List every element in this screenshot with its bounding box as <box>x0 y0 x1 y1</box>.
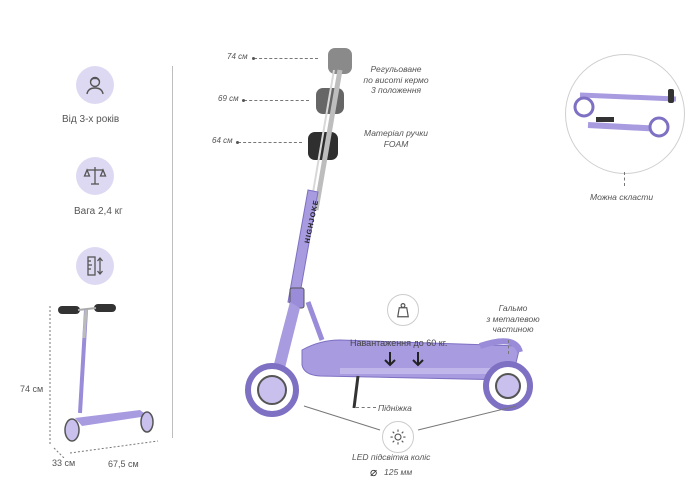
callout-wheel-size: 125 мм <box>384 467 413 477</box>
fold-line <box>624 172 625 186</box>
height-mark-64: 64 см <box>212 136 233 145</box>
age-label: Від 3-х років <box>62 114 120 125</box>
diameter-icon: ⌀ <box>370 465 378 479</box>
folded-scooter-circle <box>565 54 685 174</box>
scales-icon <box>76 157 114 195</box>
callout-load: Навантаження до 60 кг. <box>350 338 448 348</box>
height-mark-64-dot <box>236 141 239 144</box>
dimension-height: 74 см <box>20 384 44 394</box>
callout-fold: Можна скласти <box>590 192 654 202</box>
scooter-dimensions-image <box>49 304 159 458</box>
scooter-main-image <box>245 48 533 417</box>
divider <box>172 66 173 438</box>
person-icon <box>76 66 114 104</box>
load-arrows-icon <box>384 352 424 367</box>
height-mark-69-line <box>244 100 309 101</box>
height-mark-74-line <box>254 58 318 59</box>
height-icon <box>76 247 114 285</box>
callout-grip: Матеріал ручки FOAM <box>364 128 428 149</box>
callout-kickstand: Підніжка <box>378 403 412 413</box>
callout-adjustable: Регульоване по висоті кермо 3 положення <box>363 64 429 96</box>
dimension-length: 67,5 см <box>108 459 139 469</box>
callout-brake: Гальмо з металевою частиною <box>486 303 540 335</box>
height-mark-64-line <box>238 142 302 143</box>
height-mark-74: 74 см <box>227 52 248 61</box>
sun-icon <box>382 421 414 453</box>
led-range-lines <box>303 405 517 431</box>
brake-line <box>508 340 509 354</box>
height-mark-69-dot <box>242 99 245 102</box>
height-mark-74-dot <box>252 57 255 60</box>
weight-icon <box>387 294 419 326</box>
height-mark-69: 69 см <box>218 94 239 103</box>
dimension-width: 33 см <box>52 458 76 468</box>
callout-led: LED підсвітка коліс <box>352 452 431 462</box>
kickstand-line <box>356 407 376 408</box>
weight-label: Вага 2,4 кг <box>74 206 123 217</box>
